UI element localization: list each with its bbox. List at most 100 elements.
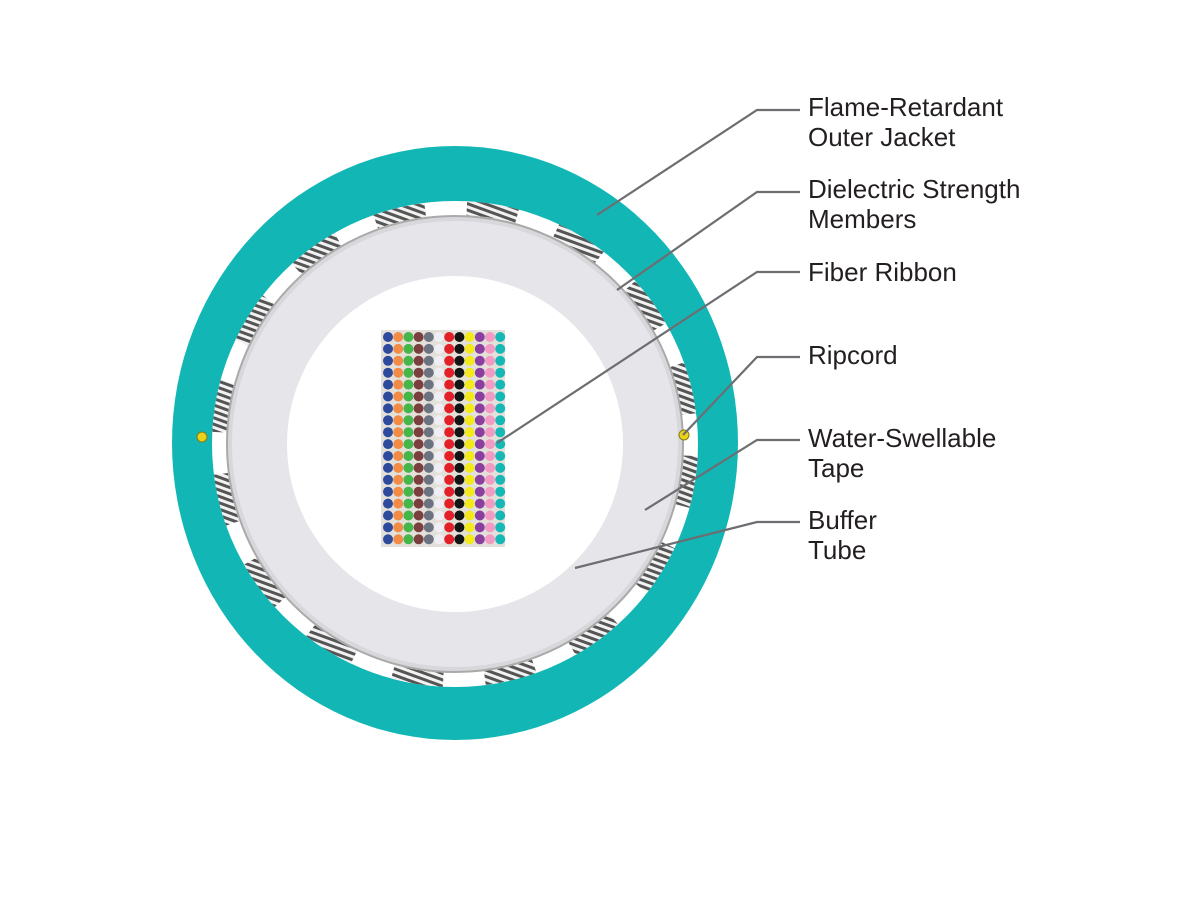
optical-fiber <box>474 427 485 438</box>
optical-fiber <box>485 415 495 426</box>
optical-fiber <box>423 391 434 402</box>
optical-fiber <box>495 343 506 354</box>
optical-fiber <box>413 510 424 521</box>
optical-fiber <box>413 451 424 461</box>
optical-fiber <box>423 332 434 342</box>
optical-fiber <box>393 332 404 342</box>
leader-line <box>616 190 800 291</box>
optical-fiber <box>485 332 495 342</box>
optical-fiber <box>474 415 485 426</box>
optical-fiber <box>423 534 434 545</box>
optical-fiber <box>454 486 465 497</box>
optical-fiber <box>403 462 414 473</box>
optical-fiber <box>464 415 475 426</box>
optical-fiber <box>444 486 455 497</box>
optical-fiber <box>423 451 434 461</box>
strength-member <box>624 280 666 331</box>
optical-fiber <box>434 367 444 378</box>
strength-member <box>373 202 427 229</box>
optical-fiber <box>474 355 485 366</box>
optical-fiber <box>454 451 465 461</box>
optical-fiber <box>464 486 475 497</box>
optical-fiber <box>454 427 465 438</box>
optical-fiber <box>423 415 434 426</box>
optical-fiber <box>434 498 444 509</box>
optical-fiber <box>464 332 475 342</box>
optical-fiber <box>393 355 404 366</box>
optical-fiber <box>485 355 495 366</box>
optical-fiber <box>423 355 434 366</box>
optical-fiber <box>393 427 404 438</box>
leader-lines <box>496 108 800 570</box>
optical-fiber <box>403 510 414 521</box>
optical-fiber <box>474 486 485 497</box>
optical-fiber <box>474 510 485 521</box>
optical-fiber <box>403 355 414 366</box>
optical-fiber <box>495 474 506 485</box>
optical-fiber <box>464 379 475 390</box>
strength-member <box>553 224 604 263</box>
optical-fiber <box>403 367 414 378</box>
optical-fiber <box>474 474 485 485</box>
optical-fiber <box>464 355 475 366</box>
strength-member <box>466 201 519 224</box>
strength-member <box>636 542 675 593</box>
optical-fiber <box>485 427 495 438</box>
optical-fiber <box>454 415 465 426</box>
optical-fiber <box>403 534 414 545</box>
optical-fiber <box>485 522 495 533</box>
optical-fiber <box>464 510 475 521</box>
optical-fiber <box>454 522 465 533</box>
optical-fiber <box>413 474 424 485</box>
optical-fiber <box>444 415 455 426</box>
optical-fiber <box>454 343 465 354</box>
optical-fiber <box>454 391 465 402</box>
optical-fiber <box>464 498 475 509</box>
optical-fiber <box>434 486 444 497</box>
optical-fiber <box>383 403 393 414</box>
optical-fiber <box>474 391 485 402</box>
optical-fiber <box>423 486 434 497</box>
optical-fiber <box>444 462 455 473</box>
optical-fiber <box>434 474 444 485</box>
optical-fiber <box>444 534 455 545</box>
optical-fiber <box>444 379 455 390</box>
optical-fiber <box>464 427 475 438</box>
optical-fiber <box>474 462 485 473</box>
optical-fiber <box>393 379 404 390</box>
strength-member <box>391 664 444 687</box>
optical-fiber <box>393 510 404 521</box>
optical-fiber <box>444 367 455 378</box>
optical-fiber <box>495 367 506 378</box>
optical-fiber <box>403 451 414 461</box>
optical-fiber <box>464 534 475 545</box>
optical-fiber <box>423 498 434 509</box>
optical-fiber <box>383 462 393 473</box>
strength-member <box>235 295 274 346</box>
optical-fiber <box>464 451 475 461</box>
optical-fiber <box>393 522 404 533</box>
optical-fiber <box>413 415 424 426</box>
optical-fiber <box>393 534 404 545</box>
optical-fiber <box>454 510 465 521</box>
optical-fiber <box>383 367 393 378</box>
optical-fiber <box>423 403 434 414</box>
optical-fiber <box>434 427 444 438</box>
optical-fiber <box>413 522 424 533</box>
optical-fiber <box>393 343 404 354</box>
optical-fiber <box>454 332 465 342</box>
label-ripcord: Ripcord <box>808 340 898 370</box>
optical-fiber <box>444 510 455 521</box>
leader-line <box>596 108 800 216</box>
optical-fiber <box>393 451 404 461</box>
optical-fiber <box>444 439 455 450</box>
optical-fiber <box>413 498 424 509</box>
optical-fiber <box>495 462 506 473</box>
optical-fiber <box>383 498 393 509</box>
optical-fiber <box>403 498 414 509</box>
optical-fiber <box>383 510 393 521</box>
strength-member <box>291 233 342 275</box>
optical-fiber <box>393 415 404 426</box>
